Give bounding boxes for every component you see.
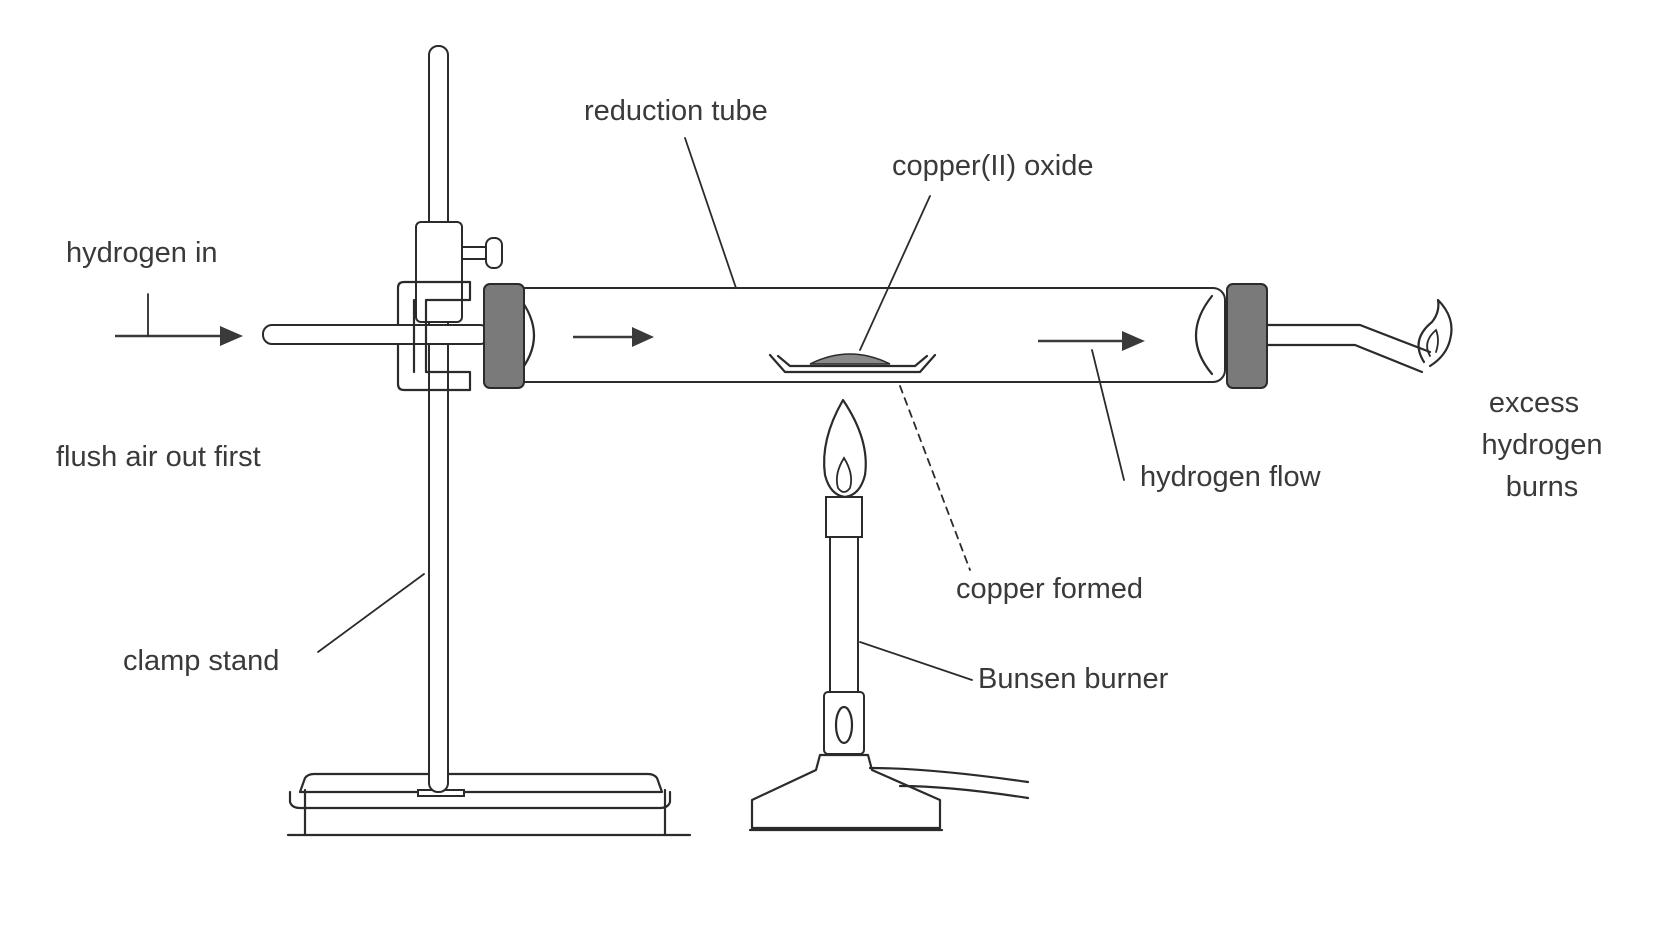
burner-flame-icon bbox=[823, 398, 867, 499]
tube-flow-arrow-right bbox=[1038, 331, 1145, 351]
combustion-boat bbox=[768, 353, 937, 374]
label-excess-line2: hydrogen bbox=[1482, 429, 1603, 461]
leader-bunsen-burner bbox=[859, 641, 973, 681]
label-reduction-tube: reduction tube bbox=[584, 95, 768, 127]
label-copper-formed: copper formed bbox=[956, 573, 1143, 605]
label-copper-oxide: copper(II) oxide bbox=[892, 150, 1094, 182]
outlet-flame-icon bbox=[1417, 298, 1453, 368]
leader-copper-oxide bbox=[859, 195, 931, 351]
clamp-stand bbox=[286, 45, 692, 837]
left-stopper bbox=[483, 283, 525, 389]
hydrogen-in-arrow bbox=[115, 293, 243, 346]
leader-reduction-tube bbox=[684, 137, 737, 289]
tube-flow-arrow-left bbox=[573, 327, 654, 347]
copper-oxide-powder bbox=[809, 353, 891, 365]
label-flush-air: flush air out first bbox=[56, 441, 261, 473]
label-hydrogen-flow: hydrogen flow bbox=[1140, 461, 1322, 493]
leader-clamp-stand bbox=[317, 573, 425, 653]
leader-copper-formed bbox=[899, 385, 971, 571]
label-excess-line3: burns bbox=[1506, 471, 1579, 503]
label-clamp-stand: clamp stand bbox=[123, 645, 279, 677]
label-excess-line1: excess bbox=[1489, 387, 1579, 419]
label-bunsen-burner: Bunsen burner bbox=[978, 663, 1169, 695]
label-hydrogen-in: hydrogen in bbox=[66, 237, 218, 269]
bunsen-burner bbox=[748, 398, 1030, 832]
right-stopper bbox=[1226, 283, 1268, 389]
reduction-tube bbox=[483, 283, 1432, 389]
inlet-tube bbox=[262, 323, 490, 346]
leader-hydrogen-flow bbox=[1091, 349, 1125, 481]
